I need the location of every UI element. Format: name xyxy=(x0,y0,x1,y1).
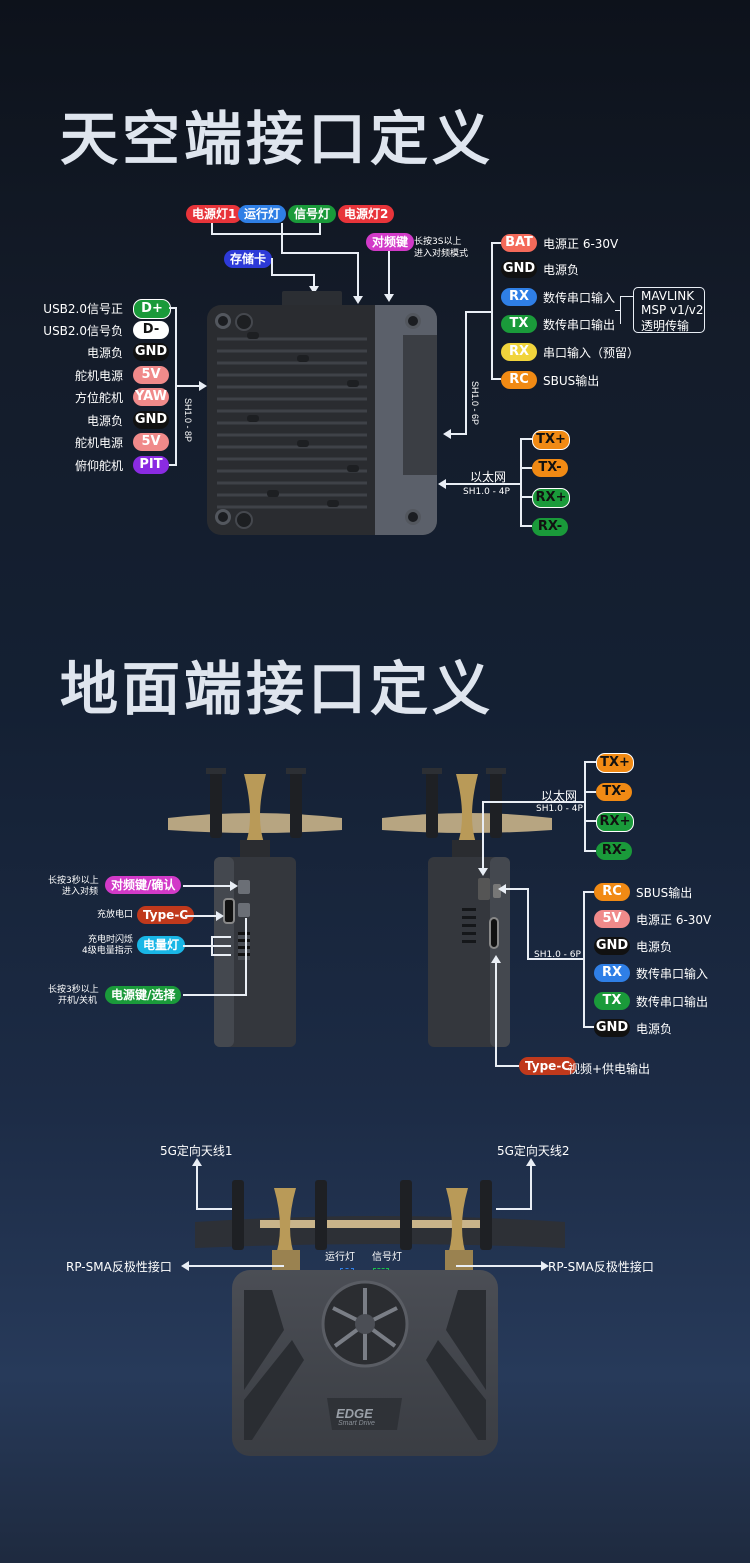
ground-power-tag: 电源键/选择 xyxy=(105,986,182,1004)
right-pin-label-1: 电源正 6-30V xyxy=(543,237,619,251)
ground-eth-txp: TX+ xyxy=(596,753,634,773)
ground-pin-label-2: 电源正 6-30V xyxy=(636,913,712,927)
left-pin-label-6: 电源负 xyxy=(86,414,123,428)
ground-pin-label-3: 电源负 xyxy=(636,940,673,954)
right-pin-rx2: RX xyxy=(501,343,537,361)
pair-key-note-1: 长按3S以上 xyxy=(414,237,462,247)
ground-note-1b: 进入对频 xyxy=(62,887,99,897)
eth-label: 以太网 xyxy=(470,470,507,484)
right-pin-label-6: SBUS输出 xyxy=(543,374,600,388)
eth-pin-rxm: RX- xyxy=(532,518,568,536)
protocol-1: MAVLINK xyxy=(641,289,695,303)
antenna2-label: 5G定向天线2 xyxy=(497,1144,570,1158)
ground-pin-5v: 5V xyxy=(594,910,630,928)
right-pin-label-2: 电源负 xyxy=(543,263,580,277)
ground-device-left xyxy=(168,768,342,1047)
left-pin-dplus: D+ xyxy=(133,299,171,319)
ground-battery-tag: 电量灯 xyxy=(137,936,186,954)
ground-typec-tag: Type-C xyxy=(137,906,195,924)
eth-conn-label: SH1.0 - 4P xyxy=(463,487,510,497)
left-pin-label-3: 电源负 xyxy=(86,346,123,360)
right-pin-label-3: 数传串口输入 xyxy=(543,291,616,305)
air-unit-body xyxy=(207,291,437,535)
ground-6p-conn: SH1.0 - 6P xyxy=(534,950,581,960)
air-unit-title: 天空端接口定义 xyxy=(60,105,495,173)
ground-eth-txm: TX- xyxy=(596,783,632,801)
ground-pin-gnd2: GND xyxy=(594,1019,630,1037)
right-pin-label-4: 数传串口输出 xyxy=(543,318,616,332)
left-pin-yaw: YAW xyxy=(133,388,169,406)
antenna1-label: 5G定向天线1 xyxy=(160,1144,233,1158)
left-pin-label-5: 方位舵机 xyxy=(74,391,123,405)
ground-eth-rxm: RX- xyxy=(596,842,632,860)
right-pin-rc: RC xyxy=(501,371,537,389)
right-pin-bat: BAT xyxy=(501,234,537,252)
eth-pin-rxp: RX+ xyxy=(532,488,570,508)
typec-port-left xyxy=(223,898,235,924)
left-pin-gnd2: GND xyxy=(133,411,169,429)
ground-pin-label-4: 数传串口输入 xyxy=(636,967,709,981)
left-pin-label-4: 舵机电源 xyxy=(74,369,123,383)
rear-brand-sub: Smart Drive xyxy=(338,1420,375,1427)
left-conn-label: SH1.0 - 8P xyxy=(183,398,193,443)
left-pin-dminus: D- xyxy=(133,321,169,339)
battery-led-shape xyxy=(238,932,250,960)
ground-note-1a: 长按3秒以上 xyxy=(48,876,99,886)
pair-key-tag: 对频键 xyxy=(366,233,415,251)
pair-key-note-2: 进入对频模式 xyxy=(414,249,469,259)
ground-pin-gnd1: GND xyxy=(594,937,630,955)
right-pin-label-5: 串口输入（预留） xyxy=(543,346,640,360)
ground-note-2: 充放电口 xyxy=(97,910,134,920)
ground-note-3a: 充电时闪烁 xyxy=(88,935,134,945)
left-pin-gnd1: GND xyxy=(133,343,169,361)
ground-pin-label-1: SBUS输出 xyxy=(636,886,693,900)
led-power1-tag: 电源灯1 xyxy=(186,205,243,223)
led-power2-tag: 电源灯2 xyxy=(338,205,395,223)
right-pin-tx: TX xyxy=(501,315,537,333)
pair-button-shape xyxy=(238,880,250,894)
menu-button-shape xyxy=(238,903,250,917)
rear-brand: EDGE xyxy=(336,1406,373,1421)
ground-pin-label-6: 电源负 xyxy=(636,1022,673,1036)
eth-pin-txp: TX+ xyxy=(532,430,570,450)
ground-note-3b: 4级电量指示 xyxy=(82,946,133,956)
right-pin-rx: RX xyxy=(501,288,537,306)
rp-sma-left: RP-SMA反极性接口 xyxy=(66,1260,172,1274)
left-pin-label-7: 舵机电源 xyxy=(74,436,123,450)
ground-note-4a: 长按3秒以上 xyxy=(48,985,99,995)
ground-rear-assembly xyxy=(195,1180,565,1274)
rear-run-led-label: 运行灯 xyxy=(325,1252,355,1263)
rear-signal-led-label: 信号灯 xyxy=(372,1252,402,1263)
ground-typec-out-label: 视频+供电输出 xyxy=(568,1062,651,1076)
ground-pin-rc: RC xyxy=(594,883,630,901)
protocol-3: 透明传输 xyxy=(641,319,690,333)
led-run-tag: 运行灯 xyxy=(238,205,287,223)
protocol-2: MSP v1/v2 xyxy=(641,303,704,317)
right-pin-gnd: GND xyxy=(501,260,537,278)
right-conn-label: SH1.0 - 6P xyxy=(470,381,480,426)
ground-eth-conn: SH1.0 - 4P xyxy=(536,804,583,814)
ground-eth-rxp: RX+ xyxy=(596,812,634,832)
rear-unit-body: EDGE Smart Drive xyxy=(232,1270,498,1456)
ground-pin-rx: RX xyxy=(594,964,630,982)
ground-device-right xyxy=(382,768,552,1047)
eth-pin-txm: TX- xyxy=(532,459,568,477)
ground-pin-tx: TX xyxy=(594,992,630,1010)
led-signal-tag: 信号灯 xyxy=(288,205,337,223)
protocol-box xyxy=(633,287,705,333)
left-pin-pit: PIT xyxy=(133,456,169,474)
ground-unit-title: 地面端接口定义 xyxy=(60,655,495,723)
left-pin-5v1: 5V xyxy=(133,366,169,384)
ground-note-4b: 开机/关机 xyxy=(58,996,98,1006)
ground-typec-out-tag: Type-C xyxy=(519,1057,577,1075)
left-pin-label-1: USB2.0信号正 xyxy=(43,302,123,316)
ground-pair-tag: 对频键/确认 xyxy=(105,876,182,894)
rp-sma-right: RP-SMA反极性接口 xyxy=(548,1260,654,1274)
ground-pin-label-5: 数传串口输出 xyxy=(636,995,709,1009)
ground-eth-label: 以太网 xyxy=(541,789,578,803)
storage-tag: 存储卡 xyxy=(224,250,273,268)
left-pin-label-2: USB2.0信号负 xyxy=(43,324,123,338)
left-pin-5v2: 5V xyxy=(133,433,169,451)
left-pin-label-8: 俯仰舵机 xyxy=(74,459,123,473)
